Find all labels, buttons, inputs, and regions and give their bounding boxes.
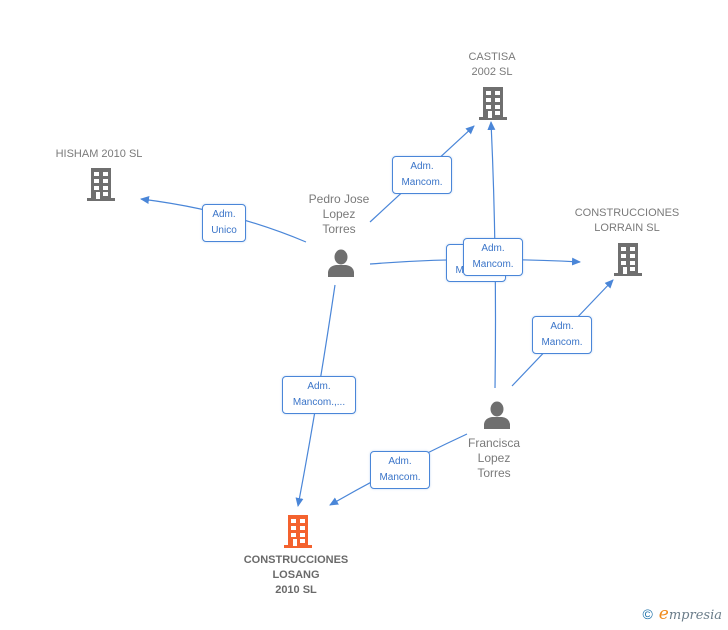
relation-line: Mancom. [541, 337, 583, 348]
label-line: LOSANG [272, 569, 320, 581]
label-line: Francisca [467, 436, 521, 450]
label-line: 2002 SL [471, 66, 513, 78]
relation-line: Adm. [410, 161, 434, 172]
node-hisham-label[interactable]: HISHAM 2010 SL [56, 147, 143, 162]
label-line: Lopez [477, 451, 511, 465]
person-icon[interactable] [482, 400, 512, 430]
node-francisca-label[interactable]: Francisca Lopez Torres [468, 436, 520, 481]
relation-line: Unico [211, 225, 237, 236]
label-line: CONSTRUCCIONES [243, 554, 349, 566]
relation-francisca-losang[interactable]: Adm. Mancom. [370, 451, 430, 489]
label-line: Torres [477, 466, 511, 480]
relation-line: Adm. [212, 209, 236, 220]
label-line: LORRAIN SL [594, 222, 660, 234]
relation-line: Adm. [550, 321, 574, 332]
relation-pedro-hisham[interactable]: Adm. Unico [202, 204, 246, 242]
node-pedro-label[interactable]: Pedro Jose Lopez Torres [309, 192, 370, 237]
logo-text: mpresia [668, 608, 722, 623]
label-line: CASTISA [468, 51, 516, 63]
relation-pedro-losang[interactable]: Adm. Mancom.,... [282, 376, 356, 414]
label-line: 2010 SL [275, 584, 317, 596]
node-lorrain-label[interactable]: CONSTRUCCIONES LORRAIN SL [575, 206, 680, 236]
company-icon[interactable] [85, 166, 117, 202]
relation-line: Mancom. [379, 472, 421, 483]
copyright-icon: © [642, 606, 653, 622]
relation-line: Mancom. [472, 259, 514, 270]
company-icon[interactable] [477, 85, 509, 121]
relation-pedro-castisa[interactable]: Adm. Mancom. [392, 156, 452, 194]
relation-line: Mancom.,... [292, 397, 346, 408]
relation-line: Adm. [388, 456, 412, 467]
empresia-logo[interactable]: empresia [659, 604, 722, 624]
label-line: HISHAM 2010 SL [55, 148, 143, 160]
logo-initial: e [658, 604, 669, 624]
label-line: Pedro Jose [308, 192, 370, 206]
relation-line: Adm. [307, 381, 331, 392]
relation-line: Mancom. [401, 177, 443, 188]
label-line: Lopez [322, 207, 356, 221]
footer-credit: © empresia [642, 604, 722, 624]
label-line: Torres [322, 222, 356, 236]
person-icon[interactable] [326, 248, 356, 278]
node-losang-label[interactable]: CONSTRUCCIONES LOSANG 2010 SL [244, 553, 349, 598]
main-company-icon[interactable] [282, 513, 314, 549]
company-icon[interactable] [612, 241, 644, 277]
relation-francisca-lorrain[interactable]: Adm. Mancom. [532, 316, 592, 354]
relation-line: Adm. [481, 243, 505, 254]
label-line: CONSTRUCCIONES [574, 207, 680, 219]
node-castisa-label[interactable]: CASTISA 2002 SL [468, 50, 515, 80]
relation-francisca-castisa[interactable]: Adm. Mancom. [463, 238, 523, 276]
